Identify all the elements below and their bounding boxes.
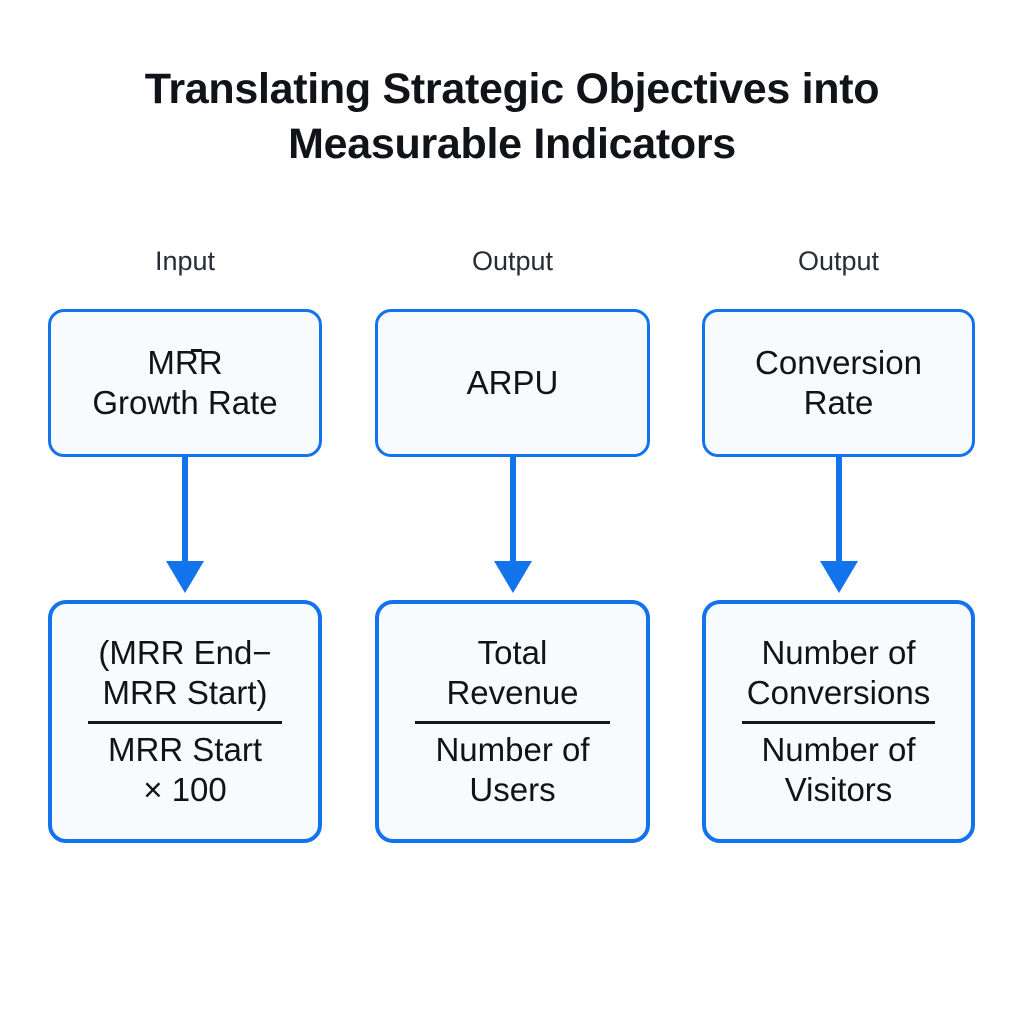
diagram-column-conversion-rate: Output Conversion Rate Number of Convers… xyxy=(702,0,975,1024)
page-title-line-2: Measurable Indicators xyxy=(288,120,736,169)
fraction-numerator-line-1: Number of xyxy=(761,634,916,671)
metric-label-conversion-rate: Conversion Rate xyxy=(755,343,922,424)
arrow-head-icon xyxy=(493,561,532,593)
fraction-numerator-line-1: Total xyxy=(477,634,548,671)
page-title: Translating Strategic Objectives into Me… xyxy=(0,62,1024,172)
fraction-denominator: MRR Start × 100 xyxy=(64,730,306,811)
metric-box-conversion-rate[interactable]: Conversion Rate xyxy=(702,309,975,457)
metric-box-arpu[interactable]: ARPU xyxy=(375,309,650,457)
fraction-denominator-line-1: Number of xyxy=(761,730,916,768)
diagram-column-mrr-growth-rate: Input MRR Growth Rate (MRR End− MRR Star… xyxy=(48,0,322,1024)
metric-label-line-1: Conversion xyxy=(755,343,922,381)
fraction-denominator-line-2: Visitors xyxy=(784,770,893,808)
fraction-bar xyxy=(742,720,935,724)
fraction-numerator-line-2: Conversions xyxy=(746,674,931,712)
metric-box-mrr-growth-rate[interactable]: MRR Growth Rate xyxy=(48,309,322,457)
diagram-column-arpu: Output ARPU Total Revenue Number of User… xyxy=(375,0,650,1024)
fraction-numerator: Total Revenue xyxy=(391,633,634,714)
arrow-shaft xyxy=(835,457,842,563)
metric-label-line-2: Rate xyxy=(803,384,874,421)
fraction-denominator-line-1: Number of xyxy=(435,730,590,768)
fraction-denominator-line-1: MRR Start xyxy=(107,730,262,768)
fraction-denominator: Number of Users xyxy=(391,730,634,811)
fraction-numerator: Number of Conversions xyxy=(718,633,959,714)
arrow-shaft xyxy=(509,457,516,563)
fraction-denominator: Number of Visitors xyxy=(718,730,959,811)
fraction-numerator-line-2: MRR Start) xyxy=(102,674,268,712)
arrow-down-mrr-growth-rate xyxy=(165,457,205,593)
fraction-numerator-line-2: Revenue xyxy=(446,674,579,712)
formula-box-arpu[interactable]: Total Revenue Number of Users xyxy=(375,600,650,843)
fraction-bar xyxy=(415,720,610,724)
fraction-numerator-line-1: (MRR End− xyxy=(98,634,272,671)
stray-tick-mark xyxy=(191,349,202,352)
metric-label-line-1: ARPU xyxy=(466,363,559,401)
fraction-numerator: (MRR End− MRR Start) xyxy=(64,633,306,714)
arrow-head-icon xyxy=(819,561,858,593)
metric-label-line-1: MRR xyxy=(147,343,223,381)
fraction-mrr-growth-rate: (MRR End− MRR Start) MRR Start × 100 xyxy=(64,633,306,810)
metric-label-arpu: ARPU xyxy=(467,363,559,403)
arrow-down-arpu xyxy=(493,457,533,593)
arrow-head-icon xyxy=(166,561,204,593)
metric-label-line-2: Growth Rate xyxy=(92,384,278,421)
metric-label-mrr-growth-rate: MRR Growth Rate xyxy=(92,343,277,424)
fraction-denominator-line-2: × 100 xyxy=(143,770,227,808)
formula-box-conversion-rate[interactable]: Number of Conversions Number of Visitors xyxy=(702,600,975,843)
fraction-bar xyxy=(88,720,282,724)
fraction-arpu: Total Revenue Number of Users xyxy=(391,633,634,810)
fraction-denominator-line-2: Users xyxy=(469,770,556,808)
arrow-down-conversion-rate xyxy=(819,457,859,593)
fraction-conversion-rate: Number of Conversions Number of Visitors xyxy=(718,633,959,810)
column-kind-label-2: Output xyxy=(471,246,554,276)
page-title-line-1: Translating Strategic Objectives into xyxy=(144,65,880,113)
column-kind-label-3: Output xyxy=(797,246,880,276)
arrow-shaft xyxy=(182,457,188,563)
column-kind-label-1: Input xyxy=(154,246,216,276)
formula-box-mrr-growth-rate[interactable]: (MRR End− MRR Start) MRR Start × 100 xyxy=(48,600,322,843)
